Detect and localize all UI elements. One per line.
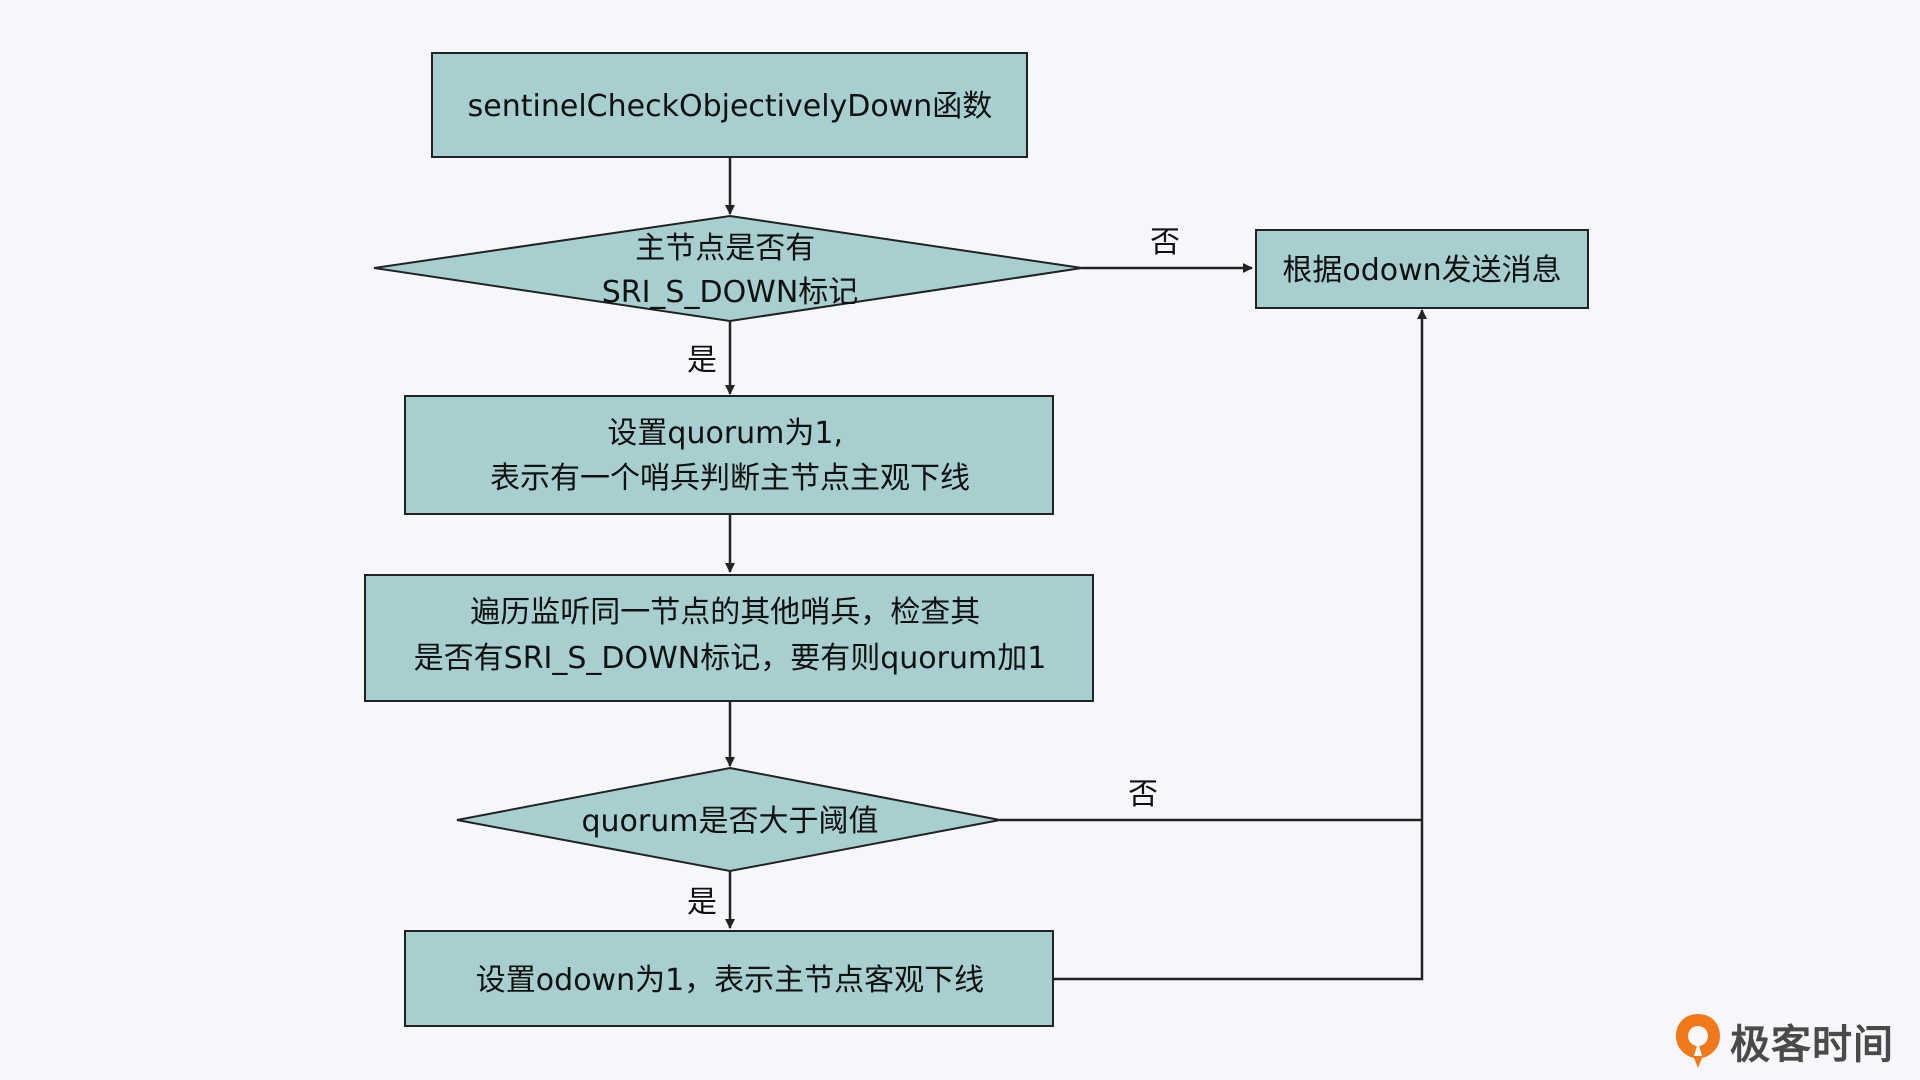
edge-label-sdown-yes: 是 (687, 343, 717, 378)
edge-label-sdown-no: 否 (1150, 225, 1180, 260)
edge-label-quorum-no: 否 (1128, 777, 1158, 812)
node-send-msg-box (1255, 229, 1589, 309)
node-start-text: sentinelCheckObjectivelyDown函数 (468, 89, 993, 124)
node-quorum-check-text: quorum是否大于阈值 (582, 804, 879, 839)
edges (725, 157, 1427, 981)
node-set-quorum-text: 设置quorum为1, 表示有一个哨兵判断主节点主观下线 (490, 416, 970, 496)
edge-set-odown-to-send-msg (1053, 309, 1427, 981)
node-set-odown-box (404, 930, 1054, 1027)
node-iterate-text: 遍历监听同一节点的其他哨兵，检查其 是否有SRI_S_DOWN标记，要有则quo… (414, 595, 1047, 676)
node-sdown-check-diamond (373, 214, 1083, 323)
node-quorum-check-diamond (456, 766, 1001, 873)
node-sdown-check-text: 主节点是否有 SRI_S_DOWN标记 (602, 231, 859, 310)
node-set-quorum-box (404, 395, 1054, 515)
node-set-odown-text: 设置odown为1，表示主节点客观下线 (476, 963, 984, 998)
brand-logo-text: 极客时间 (1730, 1022, 1894, 1068)
node-start-box (431, 52, 1028, 158)
edge-label-quorum-yes: 是 (687, 885, 717, 920)
geektime-logo-icon (1676, 1014, 1720, 1068)
node-iterate-box (364, 574, 1094, 702)
brand-logo: 极客时间 (1674, 1012, 1894, 1070)
node-send-msg-text: 根据odown发送消息 (1282, 253, 1561, 288)
